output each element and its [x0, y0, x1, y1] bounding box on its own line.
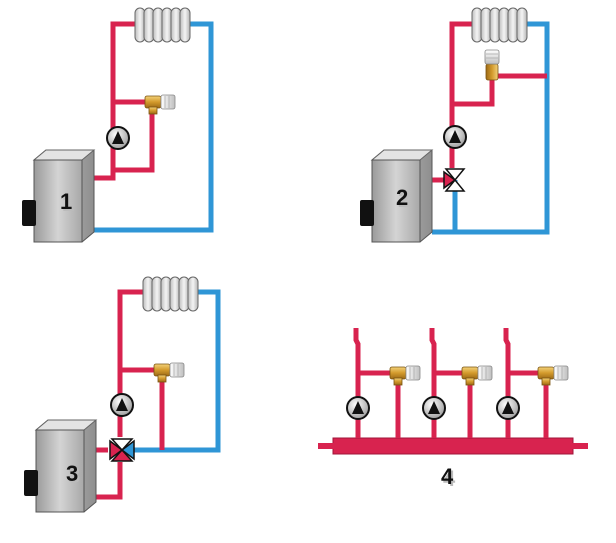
manifold-header — [332, 437, 574, 455]
return-pipe — [124, 289, 221, 453]
scheme-2: 2 2 — [359, 7, 550, 243]
boiler-icon — [21, 149, 95, 243]
pump-icon — [110, 393, 134, 417]
boiler-supply — [95, 462, 123, 500]
thermostatic-valve-icon — [144, 94, 176, 115]
thermostatic-valve-icon — [153, 362, 185, 383]
manifold-branch-3 — [496, 328, 569, 438]
manifold-end-left — [318, 443, 334, 449]
scheme-3: 3 3 — [23, 276, 221, 513]
scheme-3-label-shadow: 3 — [68, 463, 80, 488]
thermostatic-valve-icon — [461, 365, 493, 386]
return-pipe — [92, 21, 214, 233]
scheme-1-label: 1 — [60, 189, 72, 214]
manifold-branch-2 — [422, 328, 493, 438]
manifold-end-right — [572, 443, 588, 449]
bypass-pipe — [452, 73, 547, 107]
radiator-icon — [134, 7, 191, 43]
manifold-branch-1 — [346, 328, 421, 438]
thermostatic-valve-icon — [389, 365, 421, 386]
supply-pipe — [449, 21, 474, 168]
boiler-icon — [23, 419, 97, 513]
thermostatic-valve-icon — [484, 49, 500, 81]
three-way-valve-icon — [443, 168, 466, 192]
pump-icon — [106, 126, 130, 150]
scheme-4: 4 4 — [318, 328, 588, 491]
pump-icon — [496, 396, 520, 420]
pump-icon — [422, 396, 446, 420]
radiator-icon — [142, 276, 199, 312]
scheme-4-label: 4 — [441, 464, 454, 489]
thermostatic-valve-icon — [537, 365, 569, 386]
radiator-icon — [471, 7, 528, 43]
supply-pipe — [117, 289, 146, 437]
scheme-1-label-shadow: 1 — [62, 191, 74, 216]
scheme-1: 1 1 — [21, 7, 214, 243]
return-pipe — [432, 21, 550, 235]
pump-icon — [346, 396, 370, 420]
pump-icon — [443, 125, 467, 149]
four-way-valve-icon — [109, 438, 135, 462]
scheme-3-label: 3 — [66, 461, 78, 486]
scheme-2-label-shadow: 2 — [398, 187, 410, 212]
scheme-4-label-shadow: 4 — [443, 466, 456, 491]
bypass-pipe — [113, 99, 155, 173]
scheme-2-label: 2 — [396, 185, 408, 210]
